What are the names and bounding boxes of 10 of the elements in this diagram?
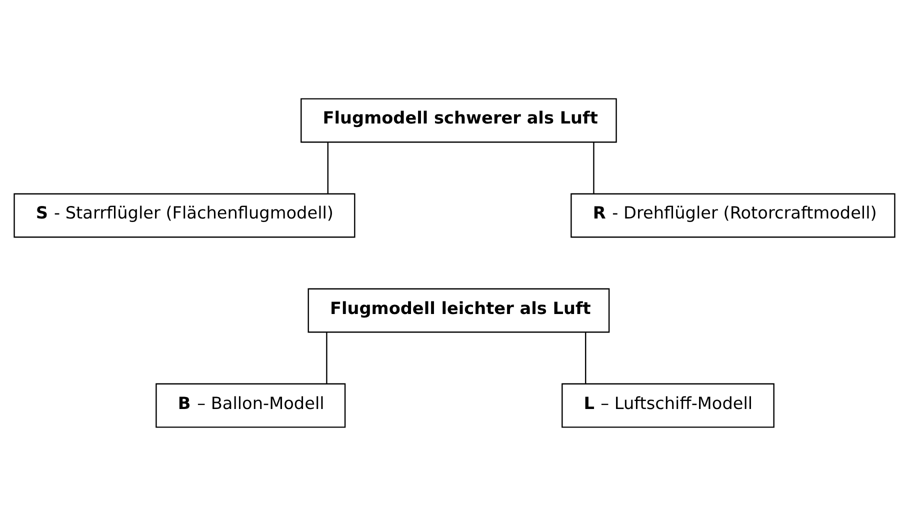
connector <box>326 142 328 194</box>
node-box: L – Luftschiff-Modell <box>561 382 774 428</box>
connector <box>326 332 327 384</box>
node-box: R - Drehflügler (Rotorcraftmodell) <box>570 192 895 238</box>
node-box: B – Ballon-Modell <box>155 382 346 428</box>
node-box: Flugmodell leichter als Luft <box>307 288 610 332</box>
connector <box>592 142 594 194</box>
node-box: S - Starrflügler (Flächenflugmodell) <box>13 192 355 238</box>
node-box: Flugmodell schwerer als Luft <box>300 98 616 142</box>
connector <box>584 332 586 384</box>
